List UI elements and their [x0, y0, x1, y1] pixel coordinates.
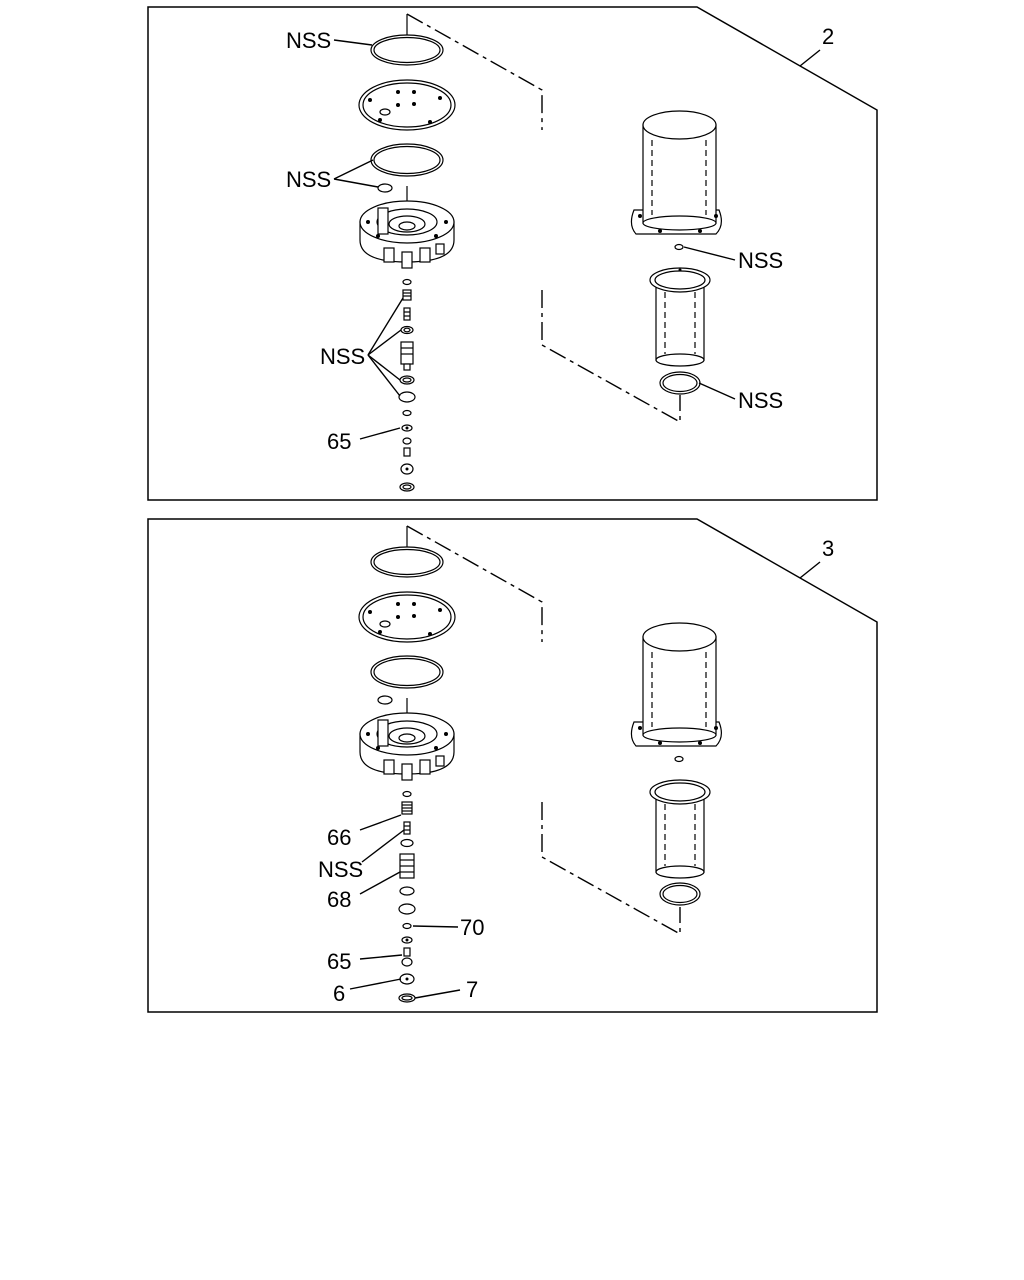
cover-plate — [358, 79, 456, 131]
filter-element — [649, 779, 711, 879]
callout-label: 65 — [327, 429, 351, 454]
gasket-ring — [370, 546, 444, 578]
o-ring — [674, 243, 684, 251]
callout-label: 65 — [327, 949, 351, 974]
diagram-panel-2: NSS NSS NSS 65 NSS NSS 2 — [147, 6, 878, 501]
callout-label: NSS — [738, 248, 783, 273]
gasket-ring — [370, 34, 444, 66]
valve-body — [359, 712, 455, 781]
o-ring — [659, 371, 701, 395]
o-ring — [377, 183, 393, 193]
assembly-outline — [406, 13, 543, 130]
valve-stack — [398, 790, 416, 1003]
callout-label: 68 — [327, 887, 351, 912]
panel-frame — [147, 6, 878, 501]
assembly-outline — [541, 290, 681, 424]
callout-label: 66 — [327, 825, 351, 850]
callout-label: NSS — [320, 344, 365, 369]
ref-number: 2 — [822, 24, 834, 49]
o-ring — [659, 882, 701, 906]
o-ring — [377, 695, 393, 705]
filter-element — [649, 267, 711, 367]
callout-label: NSS — [318, 857, 363, 882]
valve-body — [359, 200, 455, 269]
callout-label: NSS — [286, 28, 331, 53]
filter-housing — [630, 622, 722, 747]
panel-frame — [147, 518, 878, 1013]
o-ring — [674, 755, 684, 763]
callout-label: 7 — [466, 977, 478, 1002]
gasket-ring — [370, 143, 444, 177]
callout-label: NSS — [286, 167, 331, 192]
callout-label: 70 — [460, 915, 484, 940]
valve-stack — [398, 278, 416, 492]
assembly-outline — [406, 525, 543, 642]
cover-plate — [358, 591, 456, 643]
assembly-outline — [541, 802, 681, 936]
filter-housing — [630, 110, 722, 235]
callout-label: 6 — [333, 981, 345, 1006]
callout-label: NSS — [738, 388, 783, 413]
diagram-panel-3: 66 NSS 68 70 65 6 7 3 — [147, 518, 878, 1013]
callout-leaders — [349, 561, 821, 999]
ref-number: 3 — [822, 536, 834, 561]
callout-leaders — [333, 39, 821, 440]
gasket-ring — [370, 655, 444, 689]
